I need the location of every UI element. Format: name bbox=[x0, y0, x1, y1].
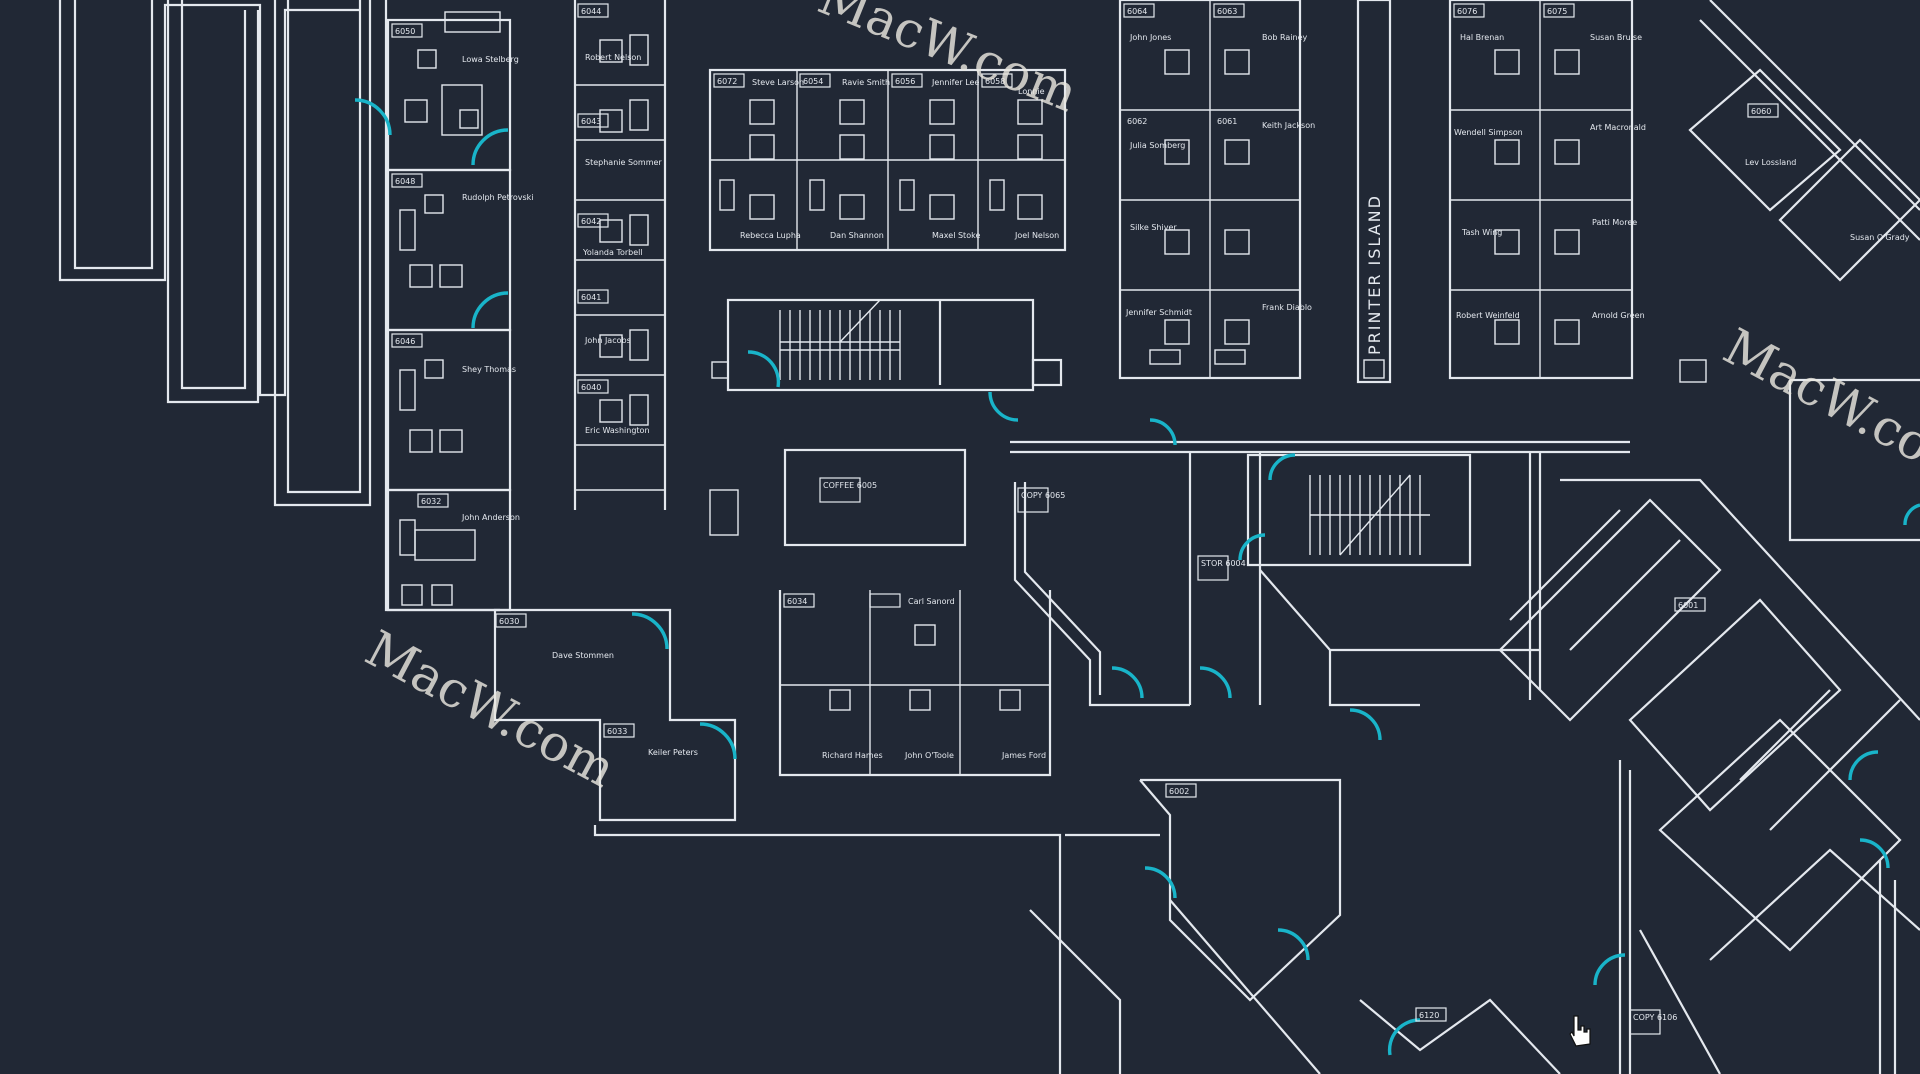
label-b9: 6040 bbox=[581, 383, 601, 392]
label-g15: COPY 6106 bbox=[1633, 1013, 1677, 1022]
watermark-right: MacW.com bbox=[1714, 317, 1920, 496]
cubicle-grid-d bbox=[1118, 0, 1302, 380]
label-a1: 6050 bbox=[395, 27, 415, 36]
label-e10: Arnold Green bbox=[1592, 311, 1645, 320]
label-f1: 6060 bbox=[1751, 107, 1771, 116]
label-a6: Shey Thomas bbox=[462, 365, 516, 374]
label-e6: Art Macronald bbox=[1590, 123, 1646, 132]
label-g10: Richard Hames bbox=[822, 751, 883, 760]
label-f3: Susan O'Grady bbox=[1850, 233, 1910, 242]
label-g4: 6030 bbox=[499, 617, 519, 626]
west-offices bbox=[386, 11, 512, 612]
cubicle-grid-e bbox=[1448, 0, 1707, 383]
label-g1: COPY 6065 bbox=[1021, 491, 1065, 500]
label-g8: 6034 bbox=[787, 597, 807, 606]
label-d8: Keith Jackson bbox=[1262, 121, 1315, 130]
watermark-top: MacW.com bbox=[811, 0, 1086, 123]
label-a5: 6046 bbox=[395, 337, 415, 346]
east-core-walls bbox=[1010, 440, 1920, 1074]
label-g12: James Ford bbox=[1001, 751, 1046, 760]
room-labels: 6050 Lowa Stelberg 6048 Rudolph Petrovsk… bbox=[395, 7, 1910, 1022]
label-b8: John Jacobs bbox=[584, 336, 631, 345]
label-g13: 6002 bbox=[1169, 787, 1189, 796]
printer-island-label: PRINTER ISLAND bbox=[1365, 194, 1384, 355]
label-c7: 6058 bbox=[985, 77, 1005, 86]
label-d6: Julia Somberg bbox=[1129, 141, 1185, 150]
label-b4: Stephanie Sommer bbox=[585, 158, 662, 167]
label-a2: Lowa Stelberg bbox=[462, 55, 519, 64]
printer-island bbox=[1356, 0, 1392, 384]
label-a4: Rudolph Petrovski bbox=[462, 193, 534, 202]
label-e4: Susan Bruise bbox=[1590, 33, 1642, 42]
label-b6: Yolanda Torbell bbox=[582, 248, 643, 257]
label-d7: 6061 bbox=[1217, 117, 1237, 126]
label-d1: 6064 bbox=[1127, 7, 1147, 16]
label-g2: STOR 6004 bbox=[1201, 559, 1246, 568]
label-b1: 6044 bbox=[581, 7, 601, 16]
label-b3: 6043 bbox=[581, 117, 601, 126]
label-d2: John Jones bbox=[1129, 33, 1171, 42]
label-c6: Jennifer Lee bbox=[931, 78, 979, 87]
cubicle-grid-c bbox=[708, 68, 1067, 252]
label-d11: Frank Diablo bbox=[1262, 303, 1312, 312]
label-c10: Dan Shannon bbox=[830, 231, 884, 240]
hand-cursor-icon bbox=[1569, 1015, 1591, 1047]
label-e8: Patti Moree bbox=[1592, 218, 1637, 227]
label-e7: Tash Wing bbox=[1461, 228, 1502, 237]
label-e3: 6075 bbox=[1547, 7, 1567, 16]
label-g7: Keiler Peters bbox=[648, 748, 698, 757]
label-c2: Steve Larson bbox=[752, 78, 804, 87]
label-c11: Maxel Stoke bbox=[932, 231, 980, 240]
label-b5: 6042 bbox=[581, 217, 601, 226]
label-a8: John Anderson bbox=[461, 513, 520, 522]
west-wing-walls bbox=[58, 0, 500, 612]
label-e5: Wendell Simpson bbox=[1454, 128, 1523, 137]
south-centre-walls bbox=[493, 448, 1561, 1074]
label-g3: 6001 bbox=[1678, 601, 1698, 610]
ne-angled-wing bbox=[1688, 0, 1920, 542]
label-c1: 6072 bbox=[717, 77, 737, 86]
label-f2: Lev Lossland bbox=[1745, 158, 1796, 167]
room-tags bbox=[391, 3, 1779, 1035]
label-d3: 6063 bbox=[1217, 7, 1237, 16]
cubicle-column-b bbox=[573, 0, 667, 510]
label-d10: Jennifer Schmidt bbox=[1125, 308, 1192, 317]
label-g6: 6033 bbox=[607, 727, 627, 736]
stair-core bbox=[711, 298, 1063, 392]
label-g5: Dave Stommen bbox=[552, 651, 614, 660]
label-g16: COFFEE 6005 bbox=[823, 481, 877, 490]
door-swings bbox=[354, 98, 1920, 1056]
label-c12: Joel Nelson bbox=[1014, 231, 1059, 240]
label-b10: Eric Washington bbox=[585, 426, 650, 435]
watermark-left: MacW.com bbox=[356, 619, 624, 798]
label-c5: 6056 bbox=[895, 77, 915, 86]
label-c3: 6054 bbox=[803, 77, 823, 86]
label-c8: Lonnie bbox=[1018, 87, 1045, 96]
label-d9: Silke Shiver bbox=[1130, 223, 1177, 232]
label-g9: Carl Sanord bbox=[908, 597, 955, 606]
label-e2: Hal Brenan bbox=[1460, 33, 1504, 42]
label-g14: 6120 bbox=[1419, 1011, 1439, 1020]
label-d4: Bob Rainey bbox=[1262, 33, 1308, 42]
label-d5: 6062 bbox=[1127, 117, 1147, 126]
label-g11: John O'Toole bbox=[904, 751, 954, 760]
label-e9: Robert Weinfeld bbox=[1456, 311, 1520, 320]
label-a3: 6048 bbox=[395, 177, 415, 186]
label-c9: Rebecca Lupha bbox=[740, 231, 801, 240]
label-a7: 6032 bbox=[421, 497, 441, 506]
label-b2: Robert Nelson bbox=[585, 53, 641, 62]
label-c4: Ravie Smith bbox=[842, 78, 890, 87]
label-b7: 6041 bbox=[581, 293, 601, 302]
label-e1: 6076 bbox=[1457, 7, 1477, 16]
